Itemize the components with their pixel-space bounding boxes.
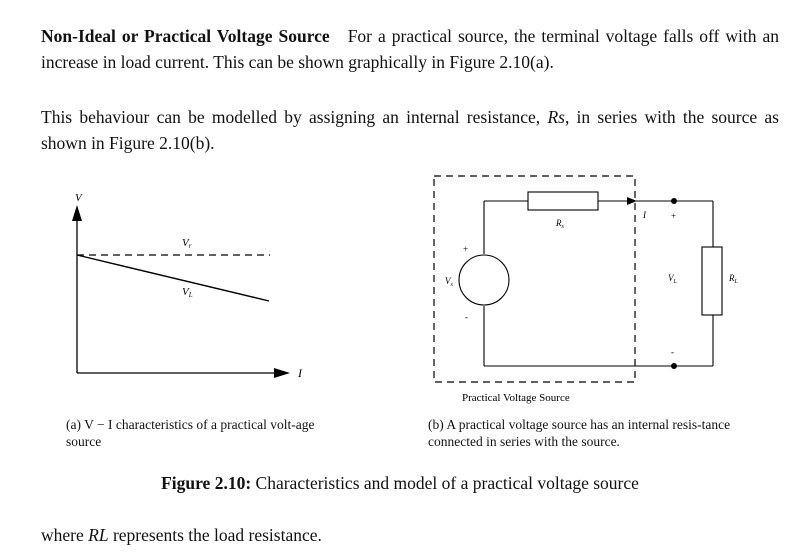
- internal-resistor: [527, 191, 599, 211]
- load-plus-sign: +: [671, 211, 676, 221]
- paragraph-text-before: This behaviour can be modelled by assign…: [41, 107, 548, 127]
- math-rl: RL: [88, 525, 109, 545]
- current-arrow: [627, 197, 637, 205]
- x-axis-label: I: [297, 366, 303, 380]
- practical-voltage-label: VL: [182, 286, 193, 299]
- figure-label: Figure 2.10:: [161, 473, 252, 493]
- rs-label: Rs: [555, 218, 565, 230]
- source-boundary-box: [433, 175, 636, 383]
- practical-voltage-line: [76, 254, 270, 302]
- paragraph-text-after: , in series with the source as shown in …: [41, 107, 779, 153]
- source-plus-sign: +: [463, 244, 468, 254]
- y-axis-label: V: [75, 192, 83, 204]
- source-box-label: Practical Voltage Source: [462, 392, 570, 404]
- figure-caption-text: Characteristics and model of a practical…: [255, 473, 639, 493]
- vi-characteristics-plot: V I Vr VL: [72, 192, 303, 380]
- paragraph-text-before: where: [41, 525, 89, 545]
- x-axis-arrow: [274, 368, 290, 378]
- y-axis-arrow: [72, 205, 82, 221]
- terminal-bottom: [671, 363, 677, 369]
- paragraph-text-after: represents the load resistance.: [108, 525, 322, 545]
- caption-a: (a) V − I characteristics of a practical…: [66, 417, 315, 449]
- caption-b: (b) A practical voltage source has an in…: [428, 417, 731, 449]
- paragraph-internal-resistance: This behaviour can be modelled by assign…: [41, 104, 779, 156]
- ideal-voltage-label: Vr: [182, 237, 192, 250]
- paragraph-text: For a practical source, the terminal vol…: [41, 26, 780, 72]
- vs-label: Vs: [445, 276, 454, 288]
- load-minus-sign: -: [671, 347, 674, 357]
- paragraph-practical-source: Non-Ideal or Practical Voltage Source Fo…: [41, 23, 779, 75]
- figure-caption: Figure 2.10: Characteristics and model o…: [0, 473, 800, 494]
- voltage-source: [458, 254, 510, 306]
- load-resistor: [701, 246, 723, 316]
- terminal-top: [671, 198, 677, 204]
- paragraph-heading: Non-Ideal or Practical Voltage Source: [41, 26, 330, 46]
- source-minus-sign: -: [465, 312, 468, 322]
- math-rs: Rs: [547, 107, 565, 127]
- vl-label: VL: [668, 273, 678, 285]
- rl-label: RL: [728, 273, 739, 285]
- current-label: I: [642, 210, 647, 220]
- practical-source-circuit: Rs Vs VL RL I + - + - Practical Voltage …: [433, 175, 739, 404]
- paragraph-load-resistance: where RL represents the load resistance.: [41, 522, 779, 548]
